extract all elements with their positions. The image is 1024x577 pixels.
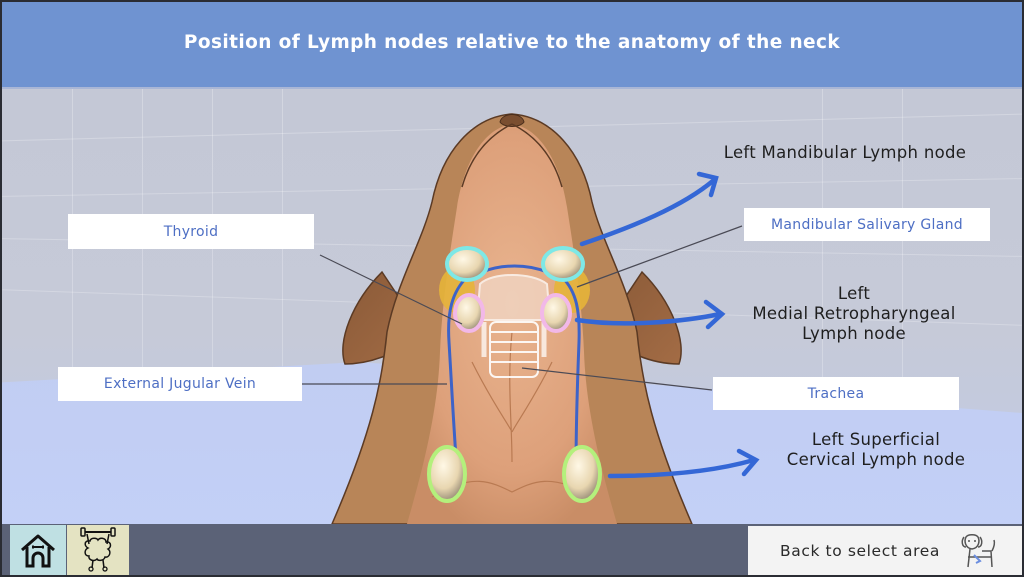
label-line: Cervical Lymph node (786, 450, 966, 469)
dog-house-icon (21, 534, 55, 568)
label-line: Medial Retropharyngeal (752, 304, 956, 323)
home-button[interactable] (10, 525, 66, 575)
page-header: Position of Lymph nodes relative to the … (2, 2, 1022, 89)
neck-muscles (407, 124, 617, 524)
label-line: Left Mandibular Lymph node (723, 143, 967, 162)
trachea-label: Trachea (713, 377, 959, 410)
leader-lines (302, 225, 743, 391)
label-line: Left Superficial (811, 430, 941, 449)
trachea-drawing (481, 321, 547, 378)
external-jugular-vein-label: External Jugular Vein (58, 367, 302, 401)
brain-training-button[interactable] (67, 525, 129, 575)
label-line: Lymph node (802, 324, 906, 343)
nose (499, 114, 525, 127)
back-button-label: Back to select area (780, 541, 940, 560)
medial-retropharyngeal-lymph-nodes (453, 293, 572, 333)
medial-retropharyngeal-lymph-node-label: Left Medial Retropharyngeal Lymph node (722, 284, 986, 344)
brain-lifting-dumbbell-icon (80, 527, 116, 572)
mandibular-lymph-node-label: Left Mandibular Lymph node (692, 143, 998, 163)
back-to-select-area-button[interactable]: Back to select area (748, 526, 1022, 575)
superficial-cervical-lymph-nodes (427, 445, 602, 503)
mandibular-salivary-gland-label: Mandibular Salivary Gland (744, 208, 990, 241)
pointer-arrows (574, 171, 760, 479)
label-line: Left (837, 284, 871, 303)
page-title: Position of Lymph nodes relative to the … (183, 32, 841, 53)
thyroid-label: Thyroid (68, 214, 314, 249)
superficial-cervical-lymph-node-label: Left Superficial Cervical Lymph node (760, 430, 992, 470)
dog-icon (961, 533, 996, 567)
mandibular-lymph-nodes (445, 246, 585, 282)
